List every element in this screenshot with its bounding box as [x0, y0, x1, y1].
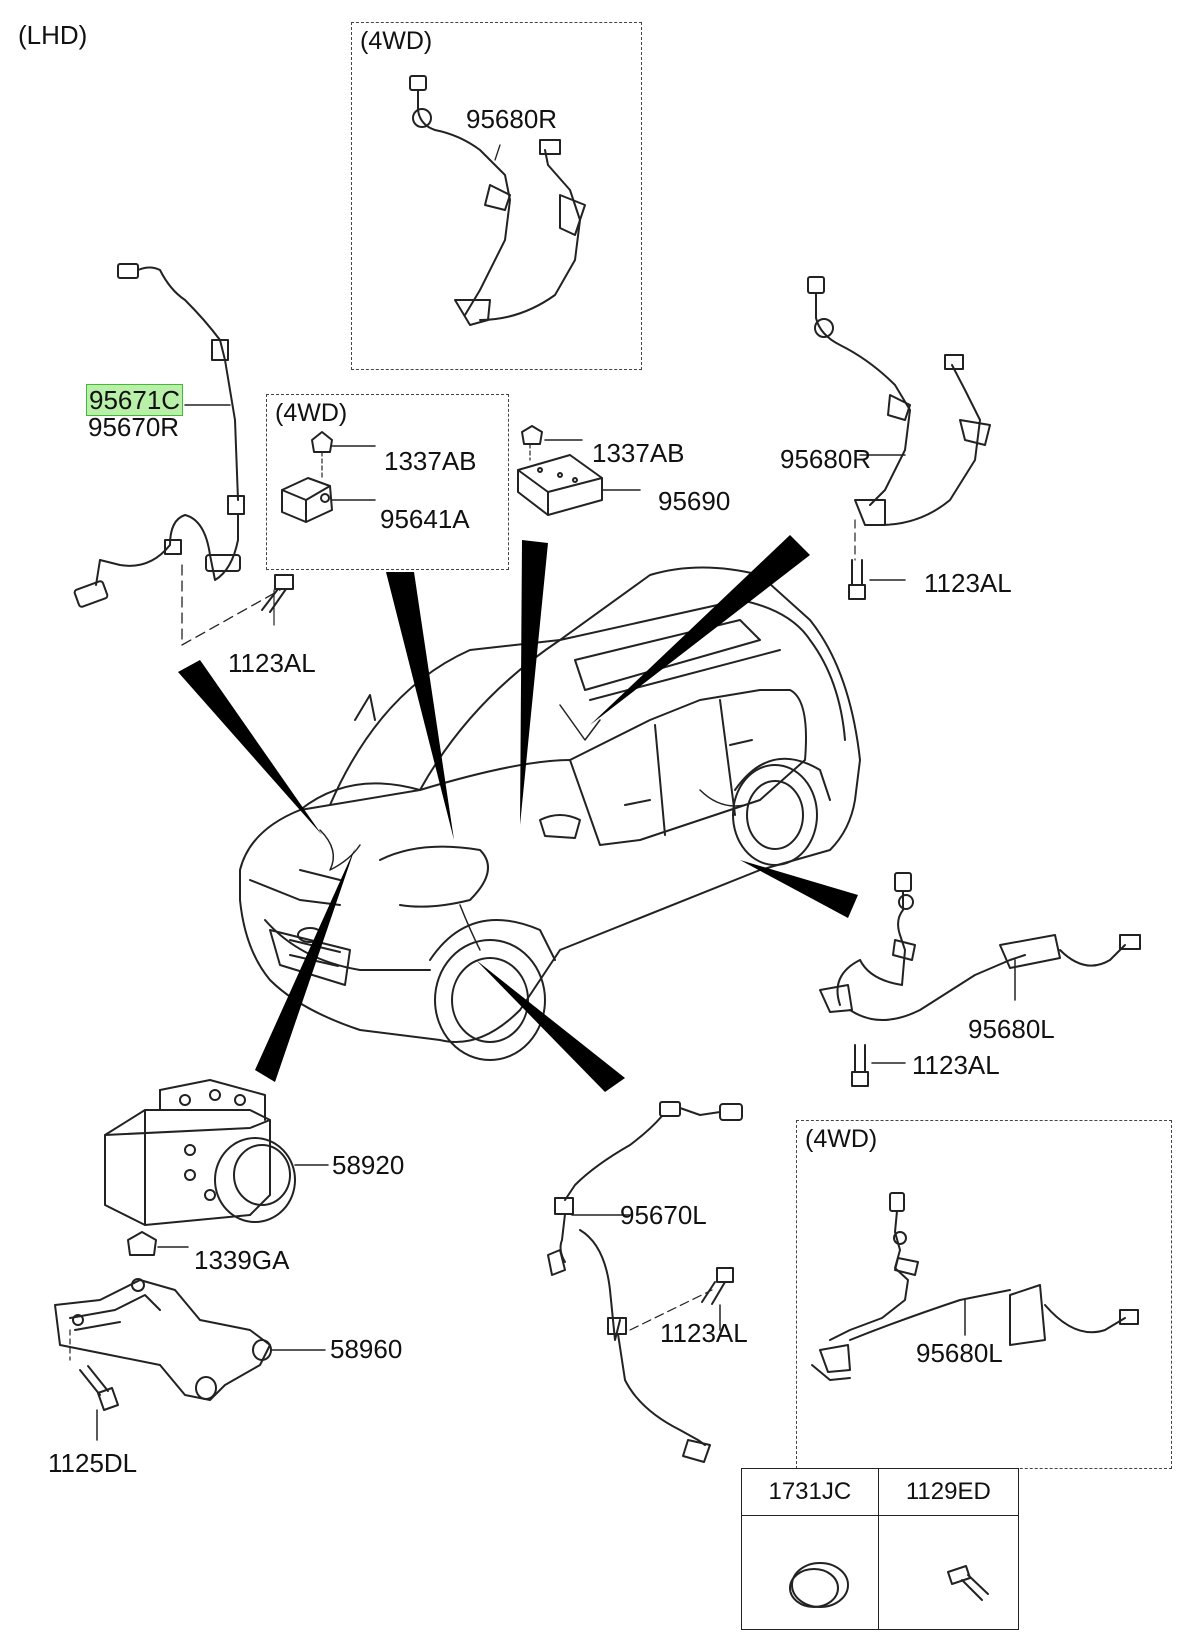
sensor-95680r-right-drawing: [807, 276, 991, 600]
box-4wd-mid: (4WD): [266, 394, 509, 570]
parts-table: 1731JC 1129ED: [741, 1468, 1020, 1630]
region-label: (LHD): [18, 20, 88, 50]
part-label-95641a[interactable]: 95641A: [380, 504, 470, 534]
part-label-1123al-lower[interactable]: 1123AL: [912, 1050, 1000, 1080]
bracket-58960-drawing: [54, 1278, 326, 1441]
table-cell-cap-icon: [741, 1515, 879, 1630]
box-title: (4WD): [360, 27, 433, 55]
part-label-95671c[interactable]: 95671C: [86, 384, 184, 416]
sensor-95670l-drawing: [547, 1101, 743, 1463]
part-label-1339ga[interactable]: 1339GA: [194, 1245, 290, 1275]
part-label-95670r[interactable]: 95670R: [88, 412, 180, 442]
part-label-95680r-4wd[interactable]: 95680R: [466, 104, 558, 134]
box-4wd-bottom: (4WD): [796, 1120, 1172, 1469]
part-label-95680r-right[interactable]: 95680R: [780, 444, 872, 474]
part-label-1337ab[interactable]: 1337AB: [592, 438, 685, 468]
part-label-1337ab-4wd[interactable]: 1337AB: [384, 446, 477, 476]
box-title: (4WD): [275, 399, 348, 427]
sensor-95680l-right-drawing: [819, 872, 1141, 1087]
part-label-95690[interactable]: 95690: [658, 486, 731, 516]
part-label-95670l[interactable]: 95670L: [620, 1200, 707, 1230]
part-label-58960[interactable]: 58960: [330, 1334, 403, 1364]
table-header-1129ed[interactable]: 1129ED: [877, 1468, 1020, 1516]
sensor-95680r-4wd-drawing: [409, 75, 586, 326]
vehicle-outline: [239, 566, 861, 1061]
part-label-1123al-bottom[interactable]: 1123AL: [660, 1318, 748, 1348]
sensor-95670r-drawing: [73, 263, 294, 646]
part-label-1123al-right[interactable]: 1123AL: [924, 568, 1012, 598]
box-title: (4WD): [805, 1125, 878, 1153]
part-label-1125dl[interactable]: 1125DL: [48, 1448, 138, 1478]
leader-wedges: [178, 535, 858, 1092]
sensor-95641a-drawing: [281, 431, 376, 523]
box-4wd-top: (4WD): [351, 22, 642, 370]
part-label-95680l-4wd[interactable]: 95680L: [916, 1338, 1003, 1368]
part-label-58920[interactable]: 58920: [332, 1150, 405, 1180]
hecu-58920-drawing: [104, 1079, 329, 1256]
table-cell-screw-icon: [877, 1515, 1020, 1630]
sensor-95680l-4wd-drawing: [811, 1192, 1139, 1381]
part-label-1123al-left[interactable]: 1123AL: [228, 648, 316, 678]
module-95690-drawing: [517, 425, 641, 516]
table-header-1731jc[interactable]: 1731JC: [741, 1468, 879, 1516]
part-label-95680l-right[interactable]: 95680L: [968, 1014, 1055, 1044]
